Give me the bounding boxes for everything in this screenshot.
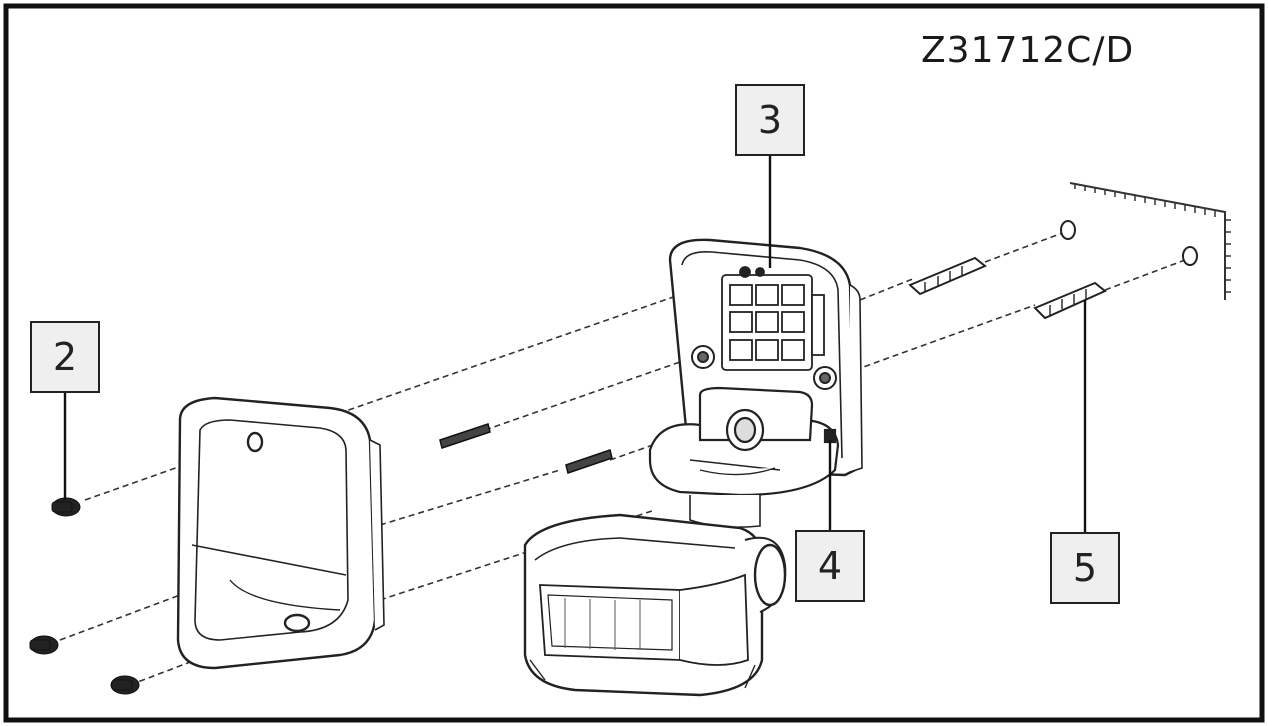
callout-2: 2 bbox=[30, 321, 100, 393]
mounting-screw bbox=[439, 423, 613, 474]
callout-4: 4 bbox=[795, 530, 865, 602]
screw bbox=[29, 497, 140, 695]
callout-label-2: 2 bbox=[52, 335, 78, 379]
swivel-bracket bbox=[648, 386, 840, 528]
pir-sensor-head bbox=[523, 513, 787, 697]
callout-label-3: 3 bbox=[757, 98, 783, 142]
terminal-block bbox=[721, 266, 825, 371]
callout-5: 5 bbox=[1050, 532, 1120, 604]
callout-label-4: 4 bbox=[817, 544, 843, 588]
callout-leader bbox=[63, 156, 1087, 532]
mounting-hole bbox=[691, 345, 837, 390]
wall-hole bbox=[1060, 220, 1198, 266]
wall-plug bbox=[908, 256, 1107, 320]
callout-label-5: 5 bbox=[1072, 546, 1098, 590]
front-cover bbox=[176, 396, 385, 670]
callout-3: 3 bbox=[735, 84, 805, 156]
diagram-border bbox=[3, 3, 1265, 723]
model-code: Z31712C/D bbox=[921, 30, 1135, 71]
wall-surface bbox=[1069, 182, 1231, 300]
